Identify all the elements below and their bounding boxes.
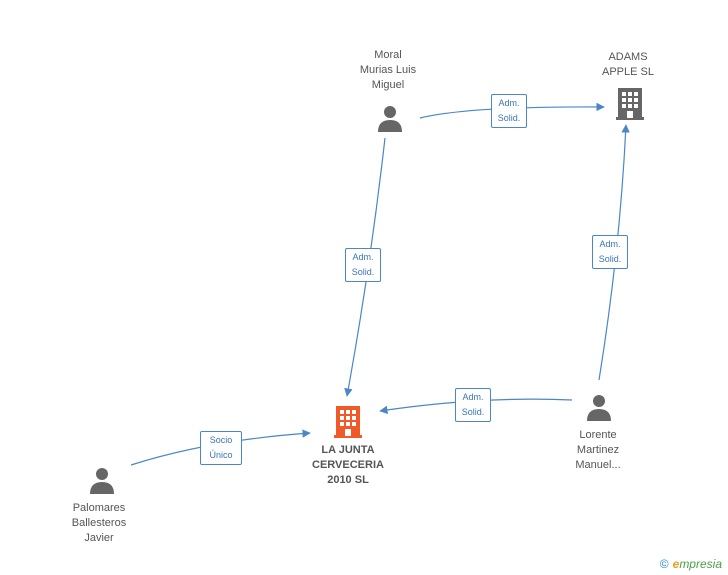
brand-name: mpresia [679,557,722,571]
brand-initial: e [672,557,680,571]
node-name-line: Lorente [579,429,617,441]
building-icon[interactable] [614,86,646,120]
edge-label-line: Adm. [599,239,621,249]
node-name-line: Miguel [371,79,405,91]
edge-label-line: Solid. [598,254,622,264]
empresia-watermark: ©empresia [660,557,722,571]
edge-label-line: Adm. [352,252,374,262]
person-icon[interactable] [375,103,405,133]
node-label-la-junta[interactable]: LA JUNTA CERVECERIA 2010 SL [298,443,398,488]
edge-label-line: Solid. [461,407,485,417]
node-label-moral[interactable]: Moral Murias Luis Miguel [338,48,438,93]
node-name-line: Murias Luis [359,64,417,76]
node-name-line: APPLE SL [602,66,654,78]
node-name-line: Moral [374,49,402,61]
node-name-line: Javier [84,532,114,544]
node-name-line: Manuel... [575,459,621,471]
node-name-line: Ballesteros [71,517,127,529]
node-name-line: LA JUNTA [321,444,375,456]
person-icon[interactable] [87,465,117,495]
person-icon[interactable] [584,392,614,422]
node-name-line: ADAMS [608,51,648,63]
main-company-building-icon[interactable] [332,404,364,438]
edge-label-palomares-junta[interactable]: Socio Único [200,431,242,465]
node-label-adams[interactable]: ADAMS APPLE SL [588,50,668,80]
edge-label-line: Socio [209,435,233,445]
edge-label-line: Solid. [351,267,375,277]
node-label-palomares[interactable]: Palomares Ballesteros Javier [49,501,149,546]
edge-label-line: Adm. [462,392,484,402]
edge-label-moral-junta[interactable]: Adm. Solid. [345,248,381,282]
edge-label-line: Adm. [498,98,520,108]
edge-label-moral-adams[interactable]: Adm. Solid. [491,94,527,128]
edge-label-line: Único [209,450,233,460]
node-name-line: CERVECERIA [312,459,384,471]
node-name-line: Palomares [72,502,126,514]
copyright-icon: © [659,557,669,571]
edge-label-line: Solid. [497,113,521,123]
edge-label-lorente-adams[interactable]: Adm. Solid. [592,235,628,269]
node-label-lorente[interactable]: Lorente Martinez Manuel... [548,428,648,473]
node-name-line: 2010 SL [327,474,369,486]
node-name-line: Martinez [576,444,620,456]
edge-label-lorente-junta[interactable]: Adm. Solid. [455,388,491,422]
